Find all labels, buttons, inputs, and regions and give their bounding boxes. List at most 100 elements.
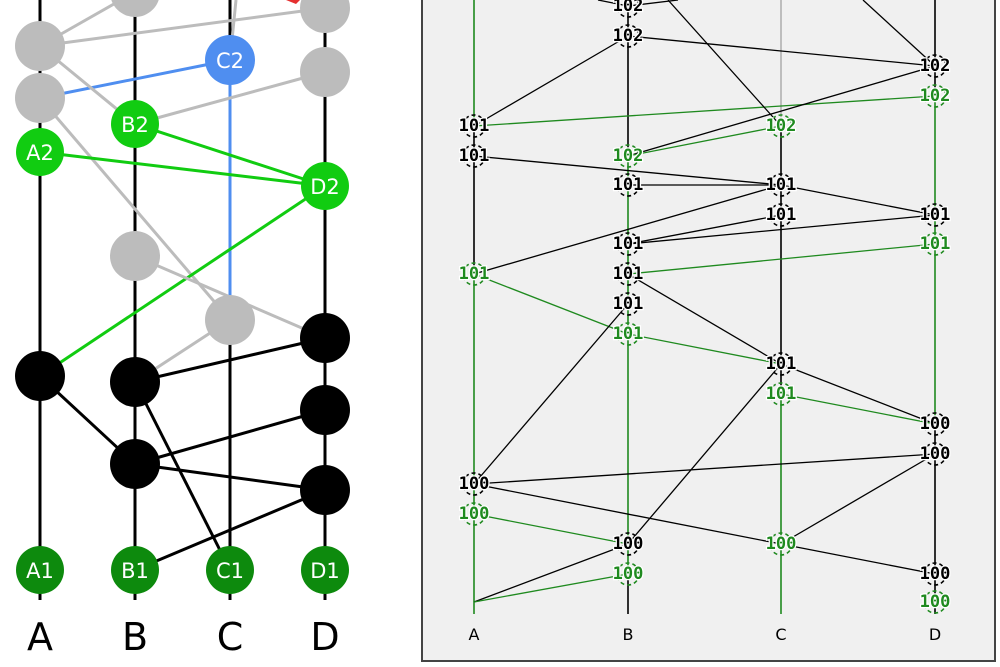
right-node-label: 101 <box>459 116 490 136</box>
right-edge-black <box>473 483 782 545</box>
right-node-r-a-101a: 101 <box>457 114 491 138</box>
right-edge-black <box>627 65 936 157</box>
right-edge-black <box>473 303 629 485</box>
left-edge-black <box>134 408 326 466</box>
right-edge-black <box>780 543 936 575</box>
right-node-r-b-102c: 102 <box>611 144 645 168</box>
left-node-k-a <box>15 351 65 401</box>
left-edge-gray <box>134 70 326 126</box>
right-node-label: 100 <box>766 534 797 554</box>
right-edge-black <box>597 0 629 7</box>
right-node-label: 101 <box>613 264 644 284</box>
left-node-g-b3 <box>110 231 160 281</box>
left-edge-black <box>134 336 326 384</box>
left-node-k-d2 <box>300 385 350 435</box>
right-node-label: 101 <box>920 205 951 225</box>
left-node-label: A1 <box>26 559 54 583</box>
right-node-r-b-102a: 102 <box>611 0 645 18</box>
right-node-r-a-100a: 100 <box>457 472 491 496</box>
right-node-r-d-100d: 100 <box>918 590 952 614</box>
right-node-r-c-101c: 101 <box>764 352 798 376</box>
right-node-r-d-101a: 101 <box>918 203 952 227</box>
right-node-r-b-102b: 102 <box>611 24 645 48</box>
left-node-label: C2 <box>216 49 244 73</box>
left-node-label: D2 <box>310 175 340 199</box>
left-node-g-top-b <box>111 0 159 17</box>
right-node-label: 101 <box>766 384 797 404</box>
left-node-c1: C1 <box>206 546 254 594</box>
left-edge-green <box>39 150 326 188</box>
right-node-label: 101 <box>766 205 797 225</box>
right-node-label: 100 <box>920 592 951 612</box>
right-edge-green <box>473 95 936 127</box>
right-edge-black <box>780 363 936 425</box>
right-node-r-b-101d: 101 <box>611 292 645 316</box>
left-edge-green <box>39 184 326 378</box>
left-node-k-d3 <box>300 465 350 515</box>
right-node-label: 100 <box>459 504 490 524</box>
left-node-g-a1 <box>15 21 65 71</box>
right-edge-green <box>780 393 936 425</box>
right-node-label: 100 <box>920 414 951 434</box>
right-node-r-c-100: 100 <box>764 532 798 556</box>
left-node-label: C1 <box>216 559 244 583</box>
left-node-k-d1 <box>300 313 350 363</box>
left-edge-green <box>134 122 326 188</box>
right-node-label: 101 <box>613 294 644 314</box>
right-edge-black <box>473 453 936 485</box>
right-node-r-b-100a: 100 <box>611 532 645 556</box>
right-node-r-b-101c: 101 <box>611 262 645 286</box>
right-node-r-c-101b: 101 <box>764 203 798 227</box>
right-edge-black <box>862 0 936 67</box>
left-node-d1: D1 <box>301 546 349 594</box>
left-edge-blue <box>39 58 231 100</box>
right-node-label: 102 <box>613 26 644 46</box>
right-node-label: 100 <box>613 534 644 554</box>
left-node-label: D1 <box>310 559 340 583</box>
right-node-r-d-102b: 102 <box>918 84 952 108</box>
right-node-r-b-100b: 100 <box>611 562 645 586</box>
left-node-k-b2 <box>110 439 160 489</box>
right-node-label: 102 <box>920 86 951 106</box>
left-axis-label-b: B <box>122 615 148 659</box>
right-node-label: 101 <box>613 324 644 344</box>
right-edge-green <box>473 573 629 603</box>
right-edge-black <box>780 184 936 216</box>
right-node-r-a-100b: 100 <box>457 502 491 526</box>
right-node-label: 101 <box>613 175 644 195</box>
right-edge-black <box>473 35 629 127</box>
right-edge-green <box>473 513 629 545</box>
right-node-r-b-101b: 101 <box>611 232 645 256</box>
left-node-a2: A2 <box>16 128 64 176</box>
right-node-r-d-100a: 100 <box>918 412 952 436</box>
right-node-r-c-101d: 101 <box>764 382 798 406</box>
right-edge-green <box>627 333 782 365</box>
right-node-r-d-100b: 100 <box>918 442 952 466</box>
right-node-r-b-101a: 101 <box>611 173 645 197</box>
right-node-label: 101 <box>459 146 490 166</box>
right-node-label: 100 <box>920 444 951 464</box>
right-node-r-c-102: 102 <box>764 114 798 138</box>
right-node-label: 102 <box>613 0 644 16</box>
right-node-r-a-101c: 101 <box>457 262 491 286</box>
right-node-r-d-101b: 101 <box>918 232 952 256</box>
right-edge-black <box>780 453 936 545</box>
left-node-d2: D2 <box>301 162 349 210</box>
right-node-r-a-101b: 101 <box>457 144 491 168</box>
right-node-r-d-102a: 102 <box>918 54 952 78</box>
right-edge-black <box>667 0 782 127</box>
right-node-r-c-101a: 101 <box>764 173 798 197</box>
right-node-label: 100 <box>613 564 644 584</box>
left-node-c2: C2 <box>205 35 255 85</box>
right-node-label: 100 <box>459 474 490 494</box>
left-node-g-d2 <box>300 47 350 97</box>
right-edge-black <box>627 273 782 365</box>
left-node-g-c3 <box>205 295 255 345</box>
right-edge-green <box>473 273 629 335</box>
left-node-k-b1 <box>110 357 160 407</box>
left-axis-label-d: D <box>310 615 339 659</box>
right-edge-green <box>627 243 936 275</box>
right-edge-black <box>627 363 782 545</box>
right-edge-black <box>473 543 629 603</box>
